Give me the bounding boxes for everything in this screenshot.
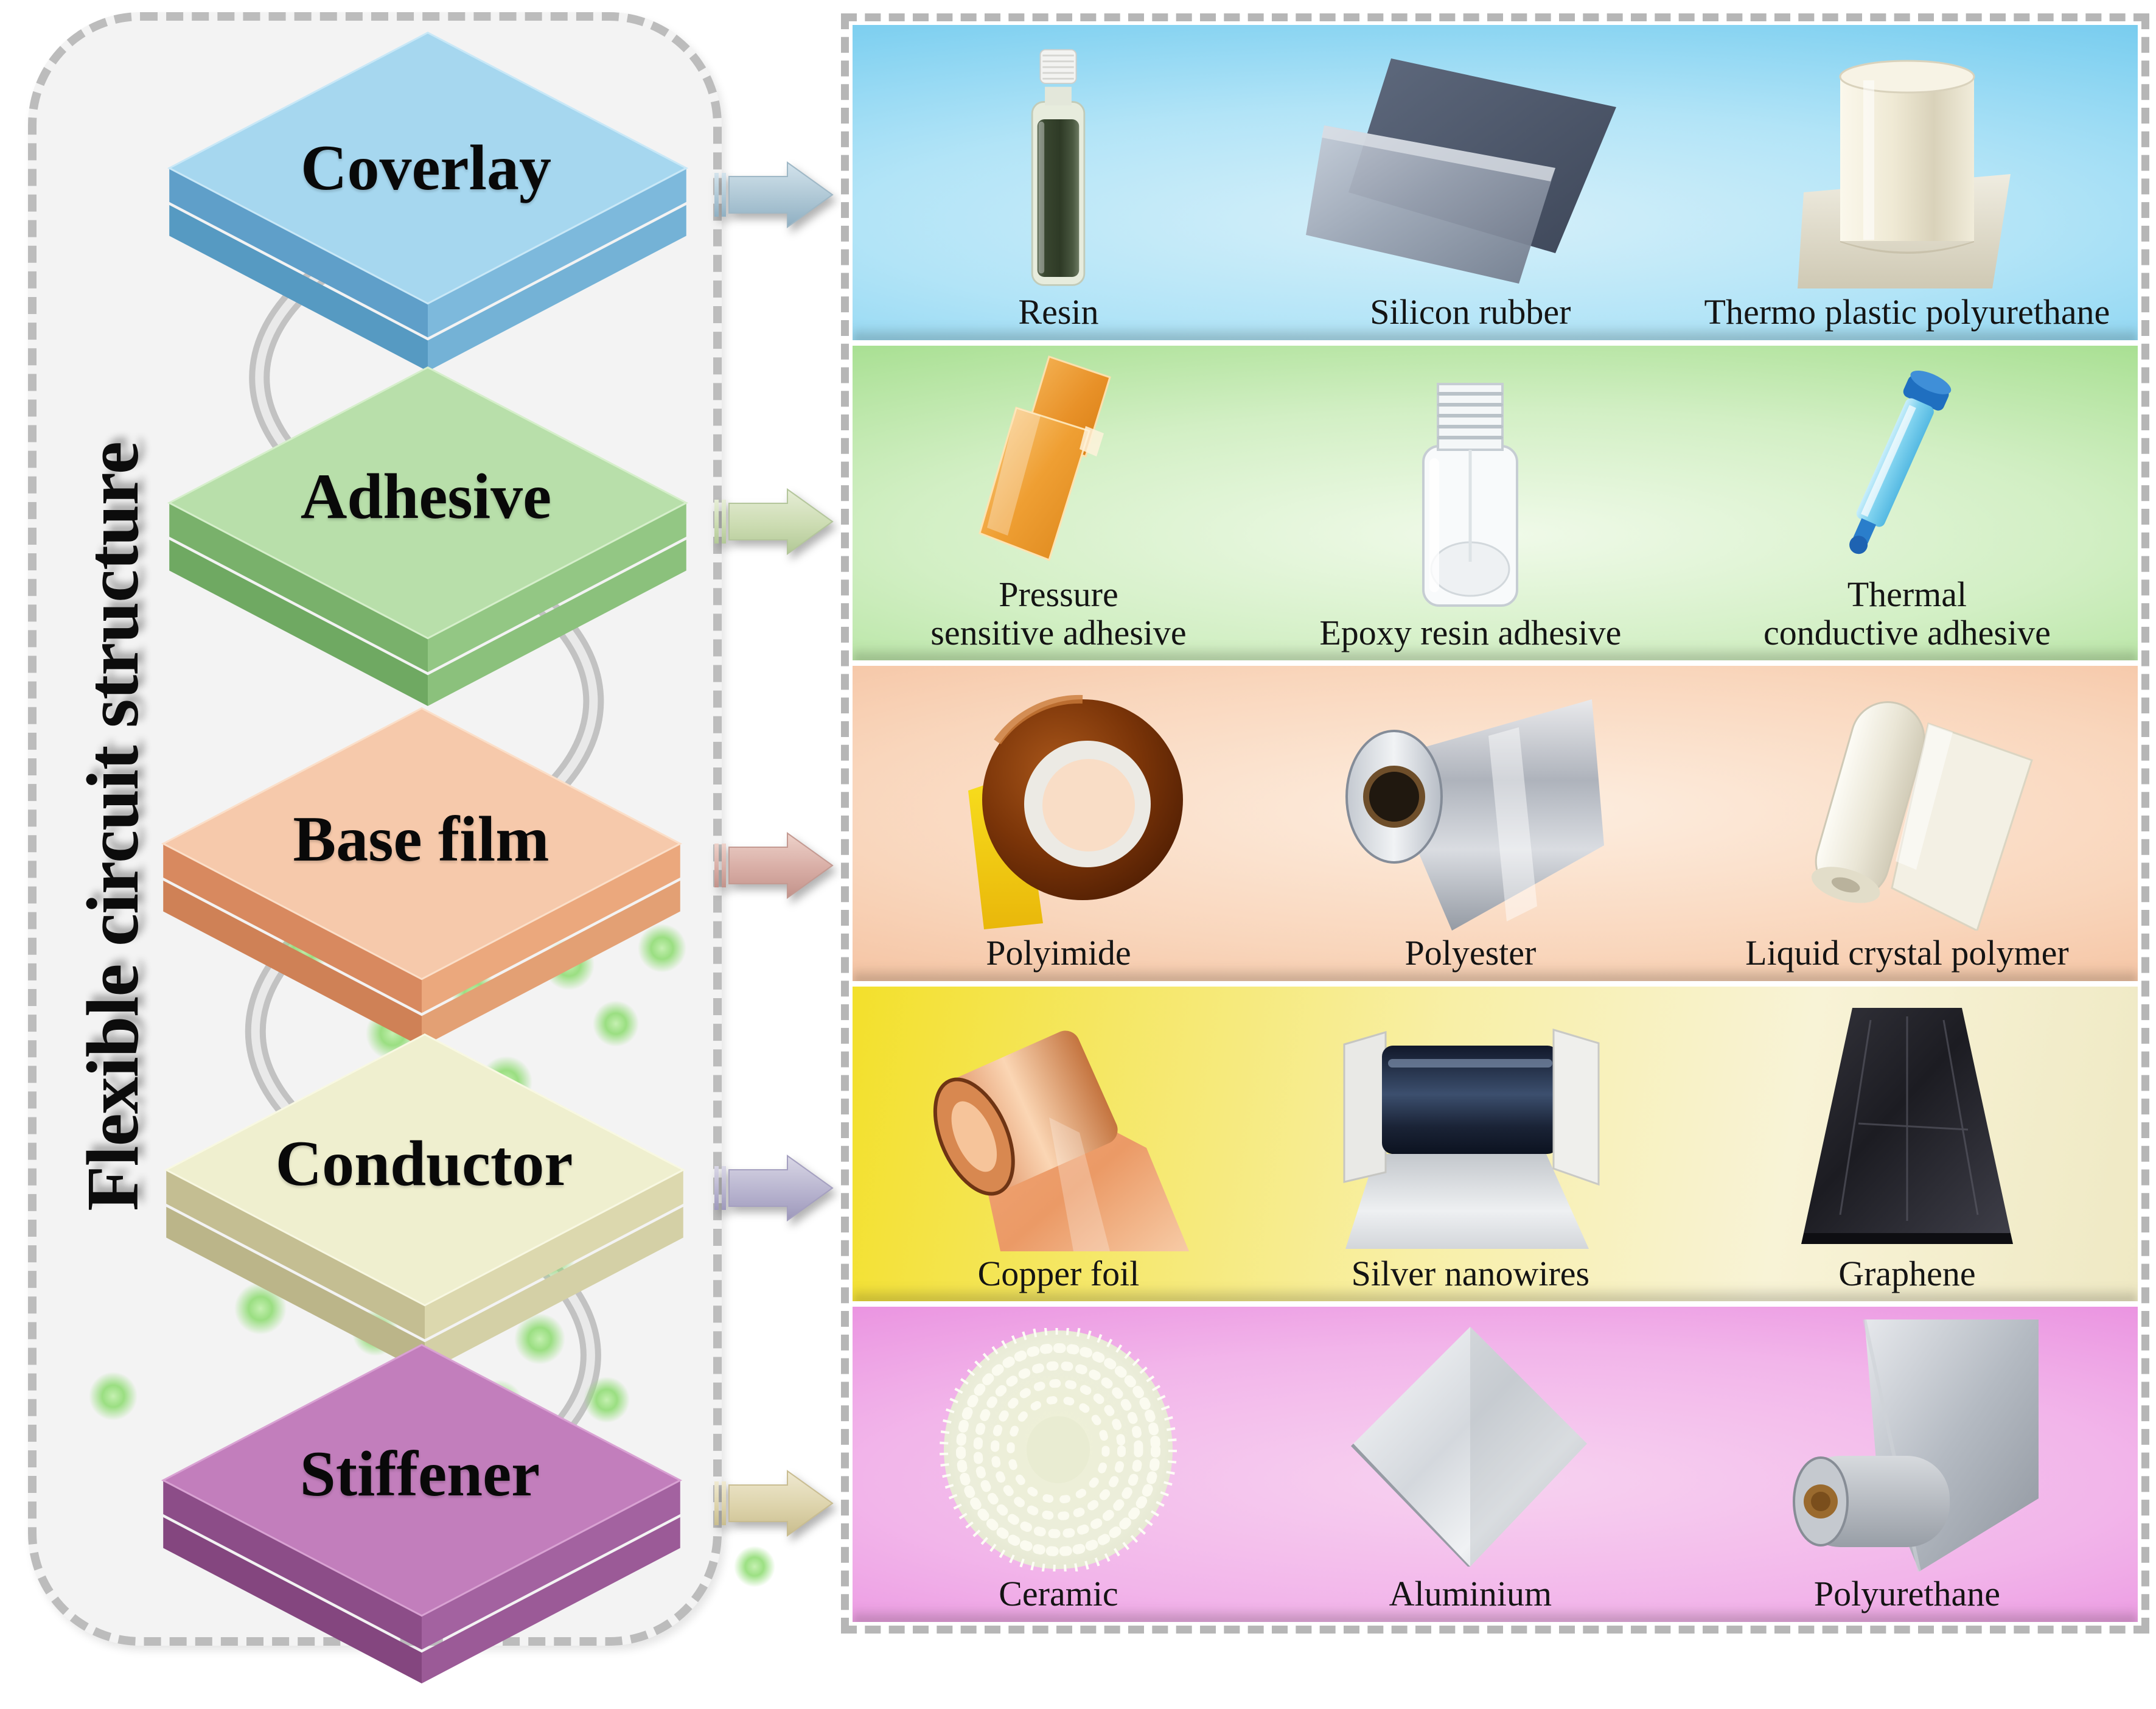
coverlay-slab — [167, 31, 689, 371]
graphene-sheet-graphic — [1801, 1007, 2013, 1244]
material-graphene: Graphene — [1676, 987, 2138, 1302]
material-label-lcp: Liquid crystal polymer — [1745, 933, 2069, 973]
arrow-conductor — [714, 1155, 834, 1221]
material-polyester: Polyester — [1265, 666, 1676, 981]
layer-label-base-film: Base film — [293, 803, 549, 875]
band-base-film-materials: Polyimide Polyester — [853, 666, 2138, 981]
silver-nanowires-graphic — [1343, 1028, 1600, 1249]
layer-label-stiffener: Stiffener — [299, 1438, 540, 1509]
material-resin: Resin — [853, 25, 1265, 340]
polyurethane-roll-graphic — [1792, 1319, 2039, 1572]
arrow-coverlay — [714, 161, 834, 228]
material-label-tpu: Thermo plastic polyurethane — [1704, 292, 2110, 332]
material-label-silver-nanowires: Silver nanowires — [1351, 1253, 1590, 1293]
material-label-silicon-rubber: Silicon rubber — [1370, 292, 1571, 332]
copper-foil-graphic — [933, 1030, 1190, 1251]
material-aluminium: Aluminium — [1265, 1307, 1676, 1622]
stiffener-slab — [161, 1343, 683, 1683]
polyimide-tape-graphic — [968, 695, 1184, 930]
adhesive-slab — [167, 366, 689, 706]
figure-root: { "title": { "text": "Flexible circuit s… — [0, 0, 2156, 1651]
material-label-ceramic: Ceramic — [999, 1574, 1118, 1614]
material-epoxy-resin-adhesive: Epoxy resin adhesive — [1265, 346, 1676, 661]
base-film-slab — [161, 707, 683, 1047]
material-label-copper-foil: Copper foil — [977, 1253, 1140, 1293]
ceramic-disc-graphic — [940, 1328, 1177, 1572]
psa-sheets-graphic — [979, 355, 1112, 561]
resin-bottle-graphic — [1031, 49, 1086, 286]
material-label-polyimide: Polyimide — [986, 933, 1131, 973]
material-silver-nanowires: Silver nanowires — [1265, 987, 1676, 1302]
thermal-label-line1: Thermal — [1847, 574, 1967, 614]
material-label-polyurethane: Polyurethane — [1813, 1574, 2000, 1614]
material-polyimide: Polyimide — [853, 666, 1265, 981]
layer-label-conductor: Conductor — [275, 1127, 573, 1199]
layer-label-adhesive: Adhesive — [300, 460, 552, 532]
epoxy-bottle-graphic — [1422, 382, 1519, 607]
polyester-roll-graphic — [1345, 699, 1605, 931]
syringe-graphic — [1849, 370, 1952, 554]
material-liquid-crystal-polymer: Liquid crystal polymer — [1676, 666, 2138, 981]
material-label-resin: Resin — [1018, 292, 1099, 332]
panel-title: Flexible circuit structure — [72, 442, 154, 1211]
arrow-base-film — [714, 832, 834, 899]
material-thermoplastic-polyurethane: Thermo plastic polyurethane — [1676, 25, 2138, 340]
materials-panel: Resin Silicon rubber — [841, 13, 2149, 1634]
psa-label-line2: sensitive adhesive — [930, 612, 1187, 652]
band-conductor-materials: Copper foil Silver nanowires — [853, 986, 2138, 1302]
material-label-polyester: Polyester — [1404, 933, 1537, 973]
material-ceramic: Ceramic — [853, 1307, 1265, 1622]
material-label-graphene: Graphene — [1838, 1253, 1976, 1293]
lcp-rolls-graphic — [1811, 701, 2033, 931]
aluminium-sheet-graphic — [1351, 1327, 1588, 1567]
material-copper-foil: Copper foil — [853, 987, 1265, 1302]
material-silicon-rubber: Silicon rubber — [1265, 25, 1676, 340]
arrow-adhesive — [714, 488, 834, 555]
band-coverlay-materials: Resin Silicon rubber — [853, 25, 2138, 340]
arrow-stiffener — [714, 1470, 834, 1537]
material-label-aluminium: Aluminium — [1389, 1574, 1552, 1614]
band-stiffener-materials: Ceramic Aluminium — [853, 1307, 2138, 1622]
material-polyurethane: Polyurethane — [1676, 1307, 2138, 1622]
conductor-slab — [164, 1033, 686, 1373]
silicon-rubber-graphic — [1306, 58, 1617, 284]
material-label-epoxy: Epoxy resin adhesive — [1319, 612, 1622, 652]
thermal-label-line2: conductive adhesive — [1763, 612, 2051, 652]
psa-label-line1: Pressure — [999, 574, 1118, 614]
tpu-roll-graphic — [1797, 60, 2011, 288]
layer-label-coverlay: Coverlay — [300, 131, 552, 203]
